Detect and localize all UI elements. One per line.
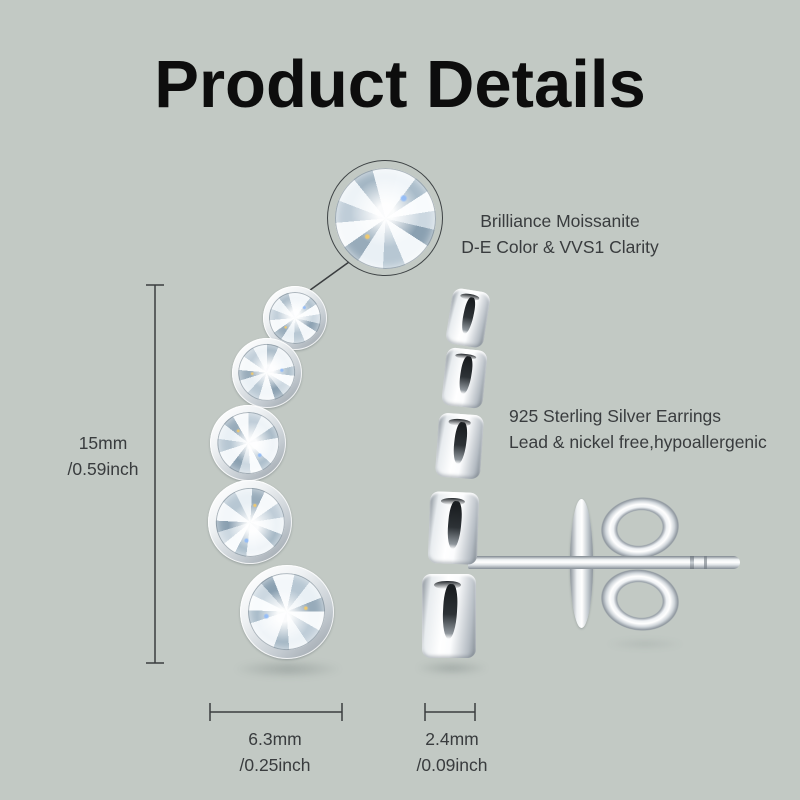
bezel-stone-3 [210,405,286,481]
width-mm: 6.3mm [248,729,302,749]
bezel-stone-5 [233,558,341,666]
stone-description-line2: D-E Color & VVS1 Clarity [461,237,659,257]
gem-1 [268,291,322,345]
post-notch [690,556,694,569]
post-dimension-label: 2.4mm /0.09inch [387,726,517,778]
side-bezel-4 [427,491,480,565]
side-earring-shadow [402,658,502,678]
material-description: 925 Sterling Silver Earrings Lead & nick… [509,403,800,455]
gemstone-closeup [334,167,436,269]
height-mm: 15mm [78,433,128,453]
side-bezel-5 [422,574,476,658]
butterfly-loop-bottom [594,562,686,638]
post-inch: /0.09inch [416,755,488,775]
post-notch-2 [704,556,707,569]
page-title: Product Details [154,47,646,122]
side-bezel-2 [441,347,488,409]
stone-description: Brilliance Moissanite D-E Color & VVS1 C… [430,208,690,260]
stone-description-line1: Brilliance Moissanite [480,211,640,231]
material-line2: Lead & nickel free,hypoallergenic [509,432,767,452]
width-dimension-label: 6.3mm /0.25inch [210,726,340,778]
stud-post [468,556,740,569]
width-inch: /0.25inch [239,755,311,775]
leader-line [305,261,350,294]
height-inch: /0.59inch [67,459,139,479]
gem-3 [214,409,282,477]
height-dimension-label: 15mm /0.59inch [38,430,168,482]
post-mm: 2.4mm [425,729,479,749]
butterfly-loop-top [594,490,686,566]
bezel-stone-2 [226,332,308,414]
side-bezel-3 [434,412,485,480]
bezel-stone-4 [202,474,298,570]
butterfly-back-shadow [590,636,700,652]
material-line1: 925 Sterling Silver Earrings [509,406,722,426]
front-earring-shadow [213,656,363,682]
zoom-circle [327,160,443,276]
